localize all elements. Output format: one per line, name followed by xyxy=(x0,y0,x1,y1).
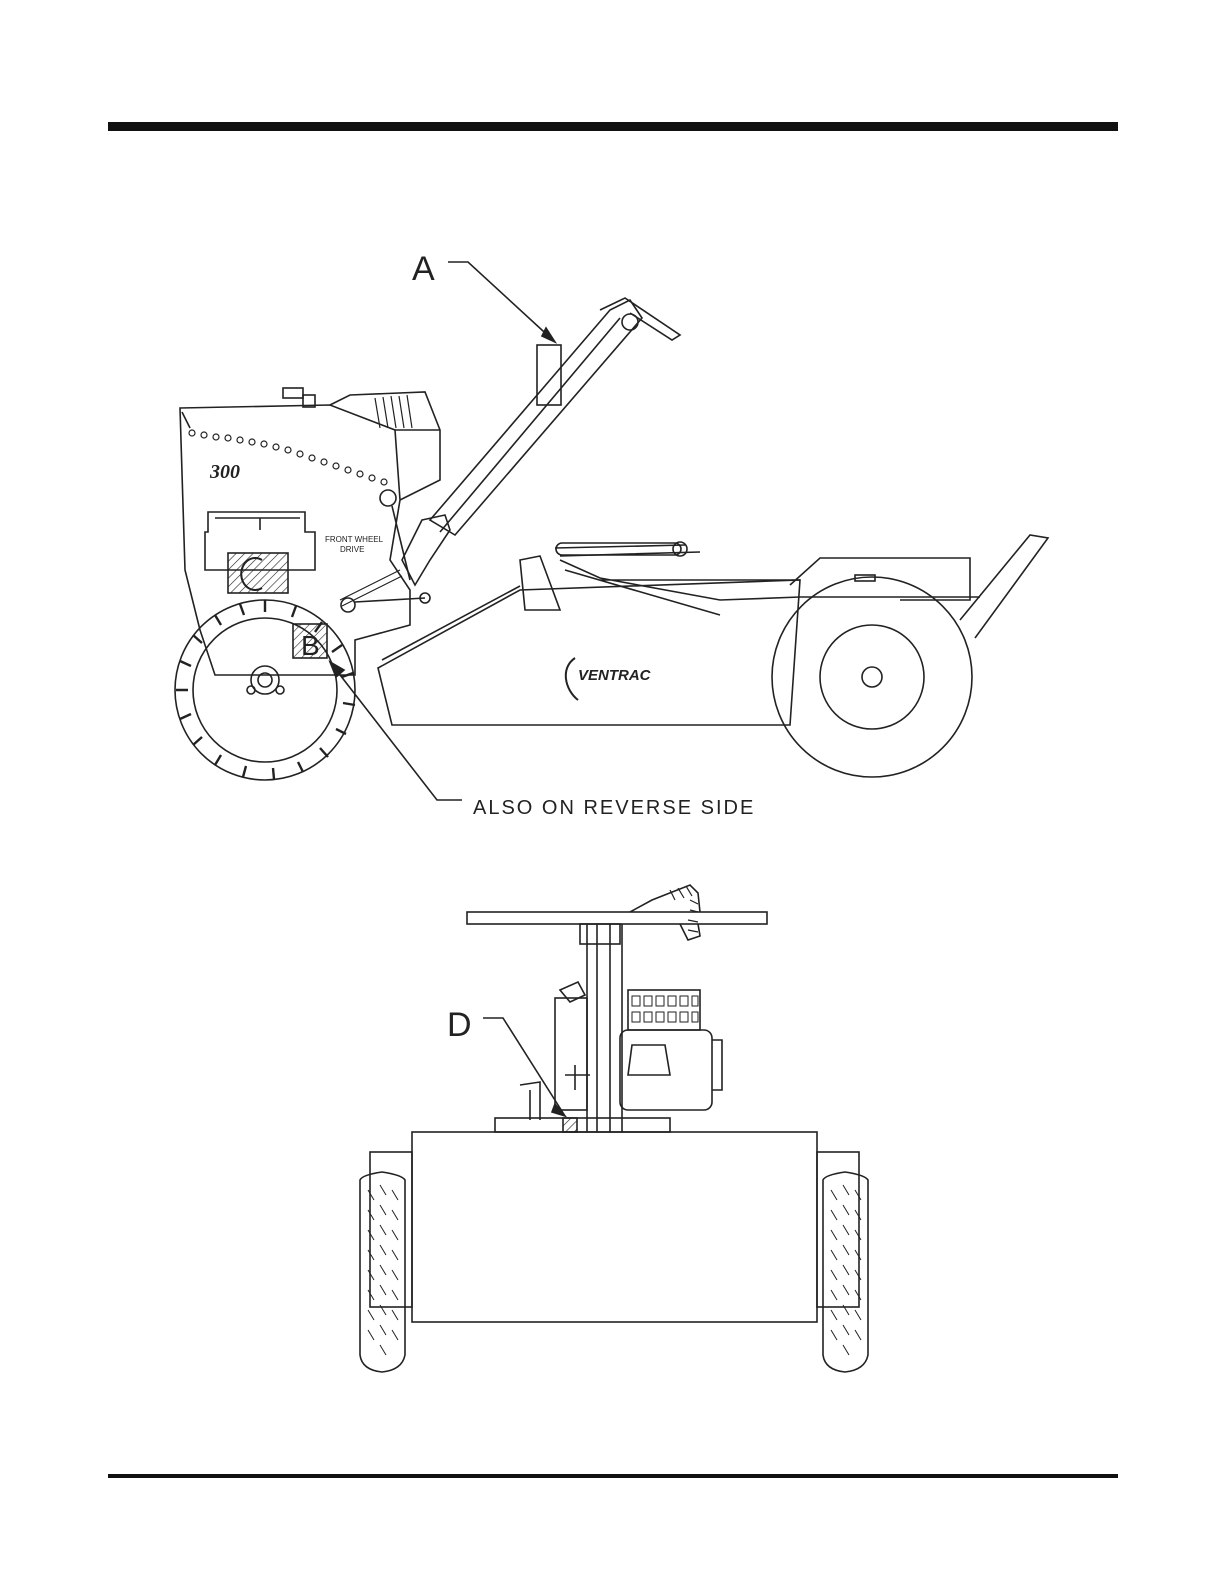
rear-wheel xyxy=(772,577,972,777)
callout-a-leader xyxy=(448,262,555,342)
deck-pivot-knob xyxy=(673,542,687,556)
fuel-cap xyxy=(283,388,303,398)
engine-body xyxy=(620,1030,712,1110)
reverse-side-note: ALSO ON REVERSE SIDE xyxy=(473,797,755,819)
callout-a-label: A xyxy=(412,250,435,288)
engine-side-panel xyxy=(555,998,587,1110)
handle-tube xyxy=(537,345,561,405)
handlebar-top xyxy=(467,912,767,924)
callout-b-label: B xyxy=(301,630,320,661)
drive-label-line1: FRONT WHEEL xyxy=(325,535,384,544)
deck-front xyxy=(412,1132,817,1322)
mower-deck xyxy=(378,580,800,725)
brand-logo: VENTRAC xyxy=(578,667,652,684)
decal-d-area xyxy=(563,1118,577,1132)
brand-swoosh xyxy=(566,658,578,700)
deck-hitch xyxy=(520,556,560,610)
right-tire xyxy=(823,1172,868,1372)
front-view: D xyxy=(360,885,868,1372)
model-number: 300 xyxy=(209,461,240,483)
front-wheel xyxy=(175,600,355,780)
drive-label-line2: DRIVE xyxy=(340,545,364,554)
callout-d-leader xyxy=(483,1018,565,1116)
left-tire xyxy=(360,1172,405,1372)
footer-rule xyxy=(108,1474,1118,1478)
reverse-side-leader xyxy=(330,662,462,800)
rear-tow-bar xyxy=(960,535,1048,638)
callout-d-label: D xyxy=(447,1006,472,1044)
side-view: VENTRAC 300 FRONT WHEEL DRIVE A B ALSO O… xyxy=(175,250,1048,819)
